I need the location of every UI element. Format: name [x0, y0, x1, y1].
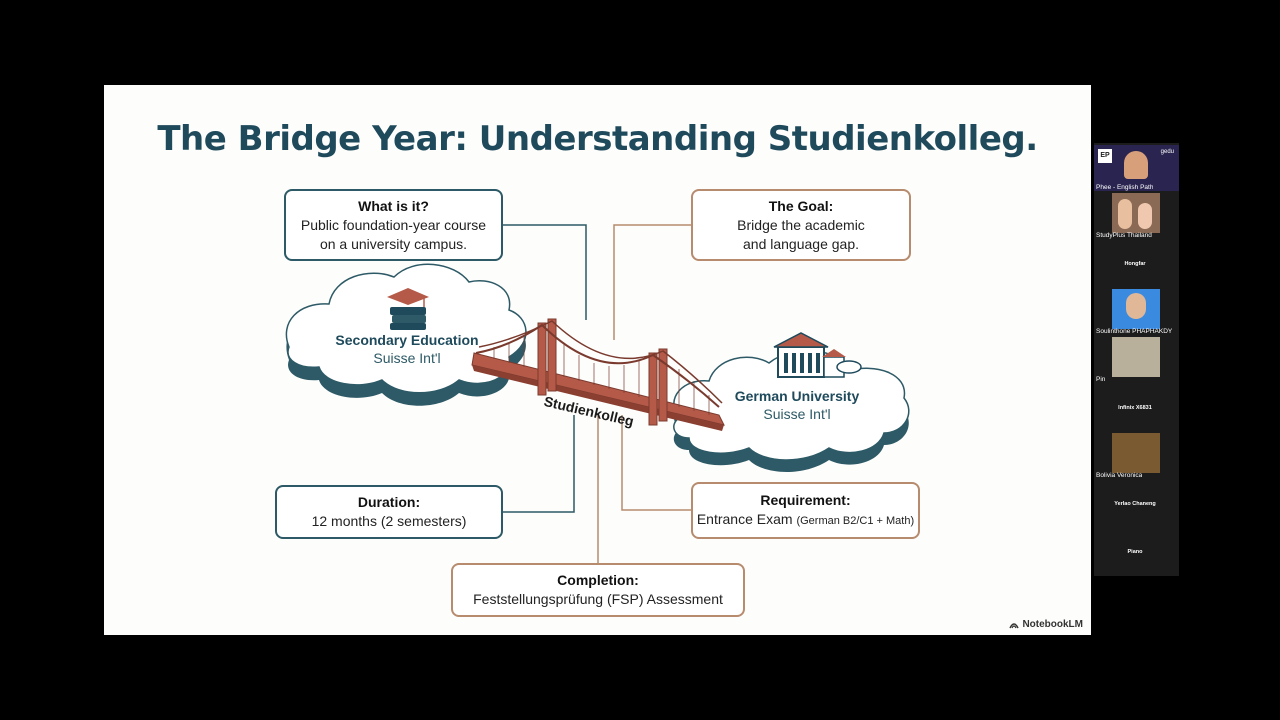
- completion-heading: Completion:: [557, 572, 639, 588]
- completion-text: Feststellungsprüfung (FSP) Assessment: [473, 591, 723, 607]
- duration-box: Duration: 12 months (2 semesters): [275, 485, 503, 539]
- avatar: [1126, 293, 1146, 319]
- duration-text: 12 months (2 semesters): [311, 513, 467, 529]
- avatar: [1124, 151, 1148, 179]
- duration-heading: Duration:: [357, 494, 421, 510]
- goal-line1: Bridge the academic: [737, 216, 865, 233]
- avatar: [1138, 203, 1152, 229]
- participant-tile[interactable]: Infinix X6831: [1094, 385, 1179, 433]
- participants-panel[interactable]: EP gedu Phee - English Path StudyPlus Th…: [1094, 143, 1179, 576]
- avatar: [1118, 199, 1132, 229]
- university-building-icon: [773, 332, 862, 378]
- requirement-detail: (German B2/C1 + Math): [796, 514, 915, 527]
- illustration: [285, 224, 910, 563]
- presentation-slide: The Bridge Year: Understanding Studienko…: [104, 85, 1091, 635]
- connector-requirement: [621, 415, 691, 511]
- notebooklm-brand: NotebookLM: [1009, 619, 1083, 630]
- german-university-label: German University Suisse Int'l: [726, 388, 868, 422]
- requirement-heading: Requirement:: [760, 491, 851, 508]
- notebooklm-brand-text: NotebookLM: [1022, 619, 1083, 630]
- goal-box: The Goal: Bridge the academic and langua…: [691, 189, 911, 261]
- participant-name: Infinix X6831: [1118, 405, 1152, 411]
- what-is-it-line2: on a university campus.: [319, 235, 468, 252]
- participant-video: [1112, 433, 1160, 473]
- participant-logo-left: EP: [1098, 149, 1112, 163]
- participant-video: [1112, 193, 1160, 233]
- suspension-bridge: [471, 318, 725, 431]
- participant-name: Hongfar: [1124, 261, 1146, 267]
- secondary-education-subtitle: Suisse Int'l: [373, 350, 441, 366]
- participant-name: StudyPlus Thailand: [1096, 232, 1152, 239]
- requirement-text: Entrance Exam: [696, 510, 793, 527]
- completion-box: Completion: Feststellungsprüfung (FSP) A…: [451, 563, 745, 617]
- participant-name: Yerlao Chaneng: [1114, 501, 1156, 507]
- participant-video: [1112, 289, 1160, 329]
- german-university-cloud: [673, 349, 910, 473]
- participant-name: Piano: [1127, 549, 1143, 555]
- what-is-it-line1: Public foundation-year course: [300, 216, 487, 233]
- connector-goal: [613, 224, 691, 340]
- participant-tile[interactable]: EP gedu Phee - English Path: [1094, 145, 1179, 193]
- participant-tile[interactable]: Soulinthone PHAPHAKDY: [1094, 289, 1179, 337]
- goal-line2: and language gap.: [743, 235, 859, 252]
- requirement-box: Requirement: Entrance Exam (German B2/C1…: [691, 482, 920, 539]
- participant-name: Bolivia Veronica: [1096, 472, 1143, 479]
- connector-duration: [502, 415, 575, 513]
- participant-tile[interactable]: Bolivia Veronica: [1094, 433, 1179, 481]
- goal-heading: The Goal:: [768, 197, 834, 214]
- participant-logo-right: gedu: [1160, 149, 1174, 155]
- participant-tile[interactable]: Piano: [1094, 529, 1179, 577]
- secondary-education-label: Secondary Education Suisse Int'l: [332, 332, 482, 366]
- participant-tile[interactable]: Yerlao Chaneng: [1094, 481, 1179, 529]
- participant-name: Soulinthone PHAPHAKDY: [1096, 328, 1173, 335]
- slide-title: The Bridge Year: Understanding Studienko…: [157, 119, 1038, 159]
- participant-tile[interactable]: Hongfar: [1094, 241, 1179, 289]
- what-is-it-box: What is it? Public foundation-year cours…: [284, 189, 503, 261]
- participant-video: EP gedu: [1094, 145, 1179, 191]
- what-is-it-heading: What is it?: [358, 197, 429, 214]
- books-icon: [387, 288, 429, 330]
- german-university-title: German University: [734, 388, 860, 404]
- notebooklm-logo-icon: [1009, 622, 1020, 628]
- german-university-subtitle: Suisse Int'l: [763, 406, 831, 422]
- participant-name: Pin: [1096, 376, 1106, 383]
- participant-tile[interactable]: Pin: [1094, 337, 1179, 385]
- secondary-education-title: Secondary Education: [335, 332, 479, 348]
- participant-video: [1112, 337, 1160, 377]
- participant-name: Phee - English Path: [1096, 184, 1154, 191]
- connector-what-is-it: [503, 224, 587, 320]
- participant-tile[interactable]: StudyPlus Thailand: [1094, 193, 1179, 241]
